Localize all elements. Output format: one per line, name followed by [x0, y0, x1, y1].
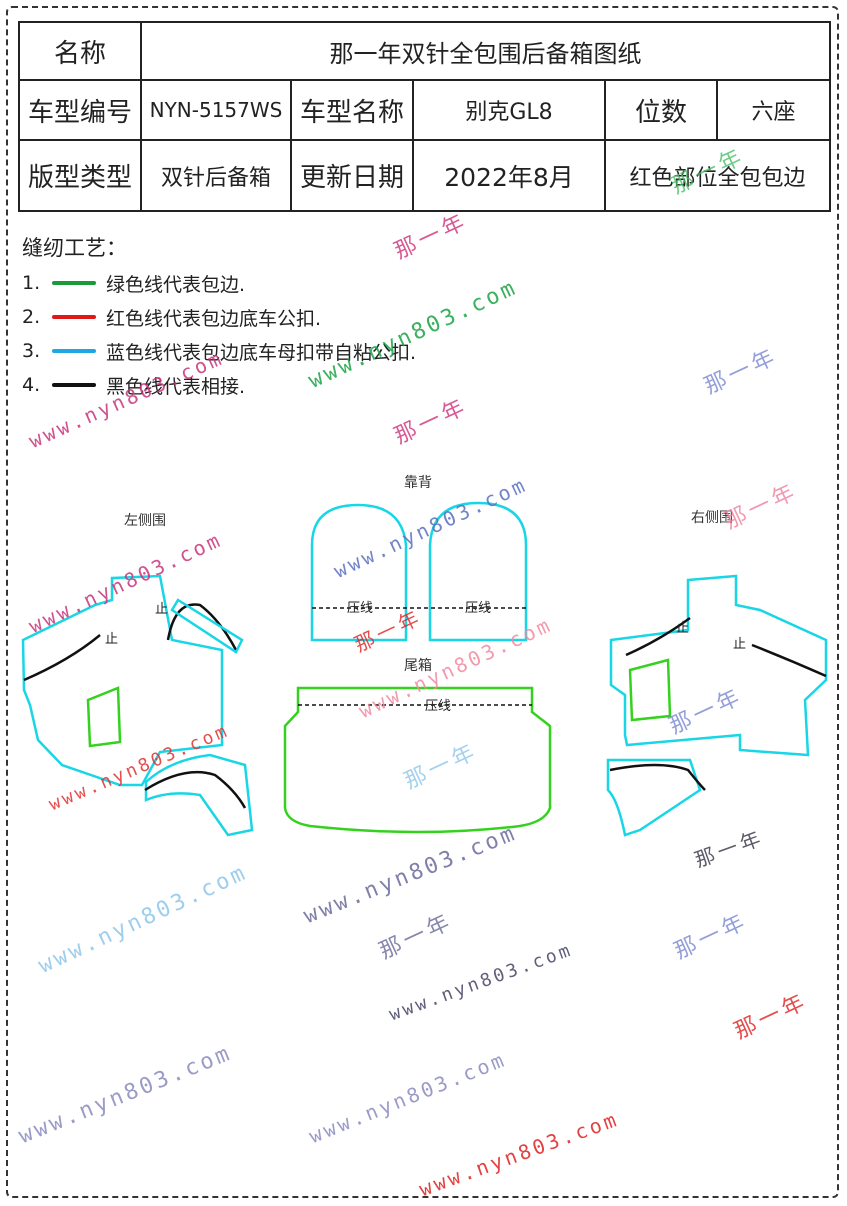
sewing-item-green: 1. 绿色线代表包边.: [22, 266, 542, 300]
sewing-item-black: 4. 黑色线代表相接.: [22, 368, 542, 402]
right-side-green-patch: [628, 658, 672, 722]
seats-label: 位数: [604, 79, 718, 141]
left-side-label: 左侧围: [124, 513, 166, 529]
stop-label: 止: [733, 637, 746, 652]
red-line-swatch: [52, 315, 96, 319]
stop-label: 止: [155, 602, 168, 617]
seats-value: 六座: [715, 79, 832, 141]
model-name-label: 车型名称: [290, 79, 414, 141]
sewing-item-text: 绿色线代表包边.: [106, 273, 246, 296]
stop-label: 止: [676, 621, 689, 636]
layout-type-value: 双针后备箱: [140, 139, 292, 212]
blue-line-swatch: [52, 349, 96, 353]
sewing-item-blue: 3. 蓝色线代表包边底车母扣带自粘公扣.: [22, 334, 542, 368]
sewing-instructions: 缝纫工艺： 1. 绿色线代表包边. 2. 红色线代表包边底车公扣. 3. 蓝色线…: [22, 232, 542, 402]
sewing-item-text: 黑色线代表相接.: [106, 375, 246, 398]
sewing-item-red: 2. 红色线代表包边底车公扣.: [22, 300, 542, 334]
stop-label: 止: [105, 632, 118, 647]
press-line-label: 压线: [347, 601, 373, 616]
sewing-item-num: 2.: [22, 306, 41, 328]
trunk-piece: [283, 686, 552, 834]
sewing-item-num: 1.: [22, 272, 41, 294]
backrest-left-piece: [310, 503, 408, 642]
right-side-label: 右侧围: [691, 510, 733, 526]
left-side-main-piece: [21, 574, 224, 787]
update-value: 2022年8月: [412, 139, 606, 212]
green-line-swatch: [52, 281, 96, 285]
update-label: 更新日期: [290, 139, 414, 212]
name-label: 名称: [18, 21, 142, 81]
left-side-seam-bottom: [144, 770, 247, 809]
note-value: 红色部位全包包边: [603, 139, 832, 212]
left-side-flap: [170, 598, 244, 654]
left-side-seam-mid: [166, 603, 238, 651]
sewing-item-num: 4.: [22, 374, 41, 396]
name-value: 那一年双针全包围后备箱图纸: [139, 21, 832, 81]
trunk-label: 尾箱: [404, 658, 432, 674]
press-line-label: 压线: [465, 601, 491, 616]
model-code-label: 车型编号: [18, 79, 142, 141]
left-side-green-patch: [86, 686, 122, 748]
backrest-label: 靠背: [404, 475, 432, 491]
right-side-seam-bottom: [609, 763, 706, 791]
press-line-label: 压线: [425, 699, 451, 714]
left-side-bottom-flap: [144, 753, 254, 837]
model-code-value: NYN-5157WS: [140, 79, 292, 141]
page-border: [6, 6, 839, 1198]
right-side-main-piece: [609, 574, 828, 757]
left-side-seam-top: [23, 634, 101, 682]
sewing-item-text: 蓝色线代表包边底车母扣带自粘公扣.: [106, 341, 417, 364]
right-side-bottom-flap: [606, 758, 702, 837]
backrest-right-piece: [428, 501, 528, 642]
sewing-heading: 缝纫工艺：: [22, 236, 127, 260]
black-line-swatch: [52, 383, 96, 387]
info-table: 名称 那一年双针全包围后备箱图纸 车型编号 NYN-5157WS 车型名称 别克…: [18, 21, 832, 212]
right-side-seam-right: [751, 643, 827, 678]
sewing-item-text: 红色线代表包边底车公扣.: [106, 307, 322, 330]
layout-type-label: 版型类型: [18, 139, 142, 212]
model-name-value: 别克GL8: [412, 79, 606, 141]
right-side-seam-left: [625, 616, 691, 657]
sewing-item-num: 3.: [22, 340, 41, 362]
